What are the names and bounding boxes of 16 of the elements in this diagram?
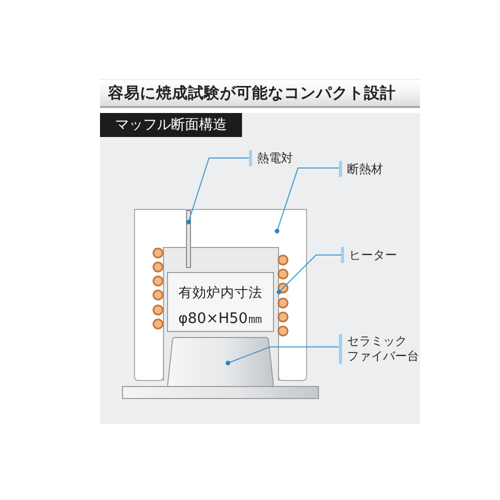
- leader-line: [276, 254, 342, 294]
- dimension-text: φ80×H50㎜: [177, 310, 264, 329]
- leader-line: [186, 158, 250, 224]
- section-header: マッフル断面構造: [100, 113, 242, 137]
- box-heading: 有効炉内寸法: [178, 284, 264, 303]
- dimension-box: [167, 272, 274, 332]
- title-banner: 容易に焼成試験が可能なコンパクト設計: [100, 79, 420, 108]
- callout-label: 断熱材: [339, 161, 383, 177]
- thermocouple-rod: [186, 210, 191, 268]
- pedestal: [167, 337, 274, 387]
- callout-label: ヒーター: [341, 247, 397, 263]
- callout-label: セラミックファイバー台: [339, 334, 424, 364]
- heater-coil: [277, 282, 289, 294]
- callout-label: 熱電対: [249, 150, 293, 166]
- leader-line: [226, 346, 340, 366]
- leader-line: [274, 168, 340, 234]
